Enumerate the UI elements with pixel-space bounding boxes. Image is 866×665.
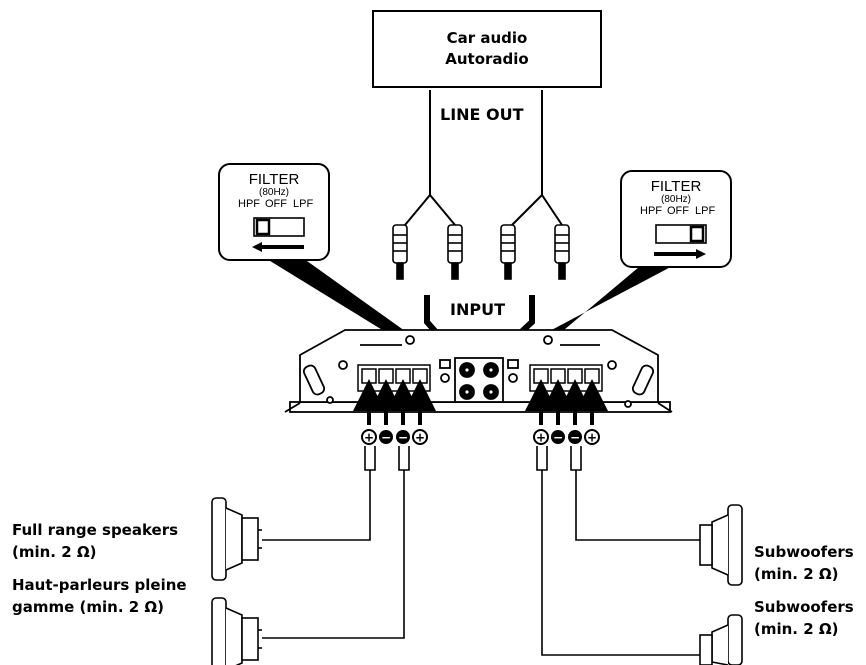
rca-plugs — [392, 224, 570, 280]
subwoofers-top-label: Subwoofers — [754, 543, 854, 561]
speaker-wire-arrows — [353, 379, 608, 425]
car-audio-label: Car audio — [446, 29, 528, 47]
hpf-label: HPF — [640, 205, 662, 217]
polarity-left-3: − — [398, 431, 408, 445]
filter-switch-right: FILTER (80Hz) HPF OFF LPF — [620, 170, 732, 268]
off-label: OFF — [667, 205, 689, 217]
terminal-block-right — [529, 364, 603, 392]
filter-left-pointer — [262, 256, 412, 342]
lpf-label: LPF — [293, 198, 314, 210]
autoradio-label: Autoradio — [445, 50, 529, 68]
polarity-left-4: + — [415, 431, 425, 445]
amplifier — [284, 329, 673, 413]
haut-parleurs-impedance-label: gamme (min. 2 Ω) — [12, 598, 165, 616]
polarity-right-1: + — [536, 431, 546, 445]
left-arrow-icon — [252, 242, 262, 252]
subwoofers-bottom-label: Subwoofers — [754, 598, 854, 616]
hpf-label: HPF — [238, 198, 260, 210]
polarity-symbols: + − − + + − − + — [361, 429, 600, 445]
slider-knob — [689, 225, 705, 243]
full-range-impedance-label: (min. 2 Ω) — [12, 543, 97, 561]
line-out-label: LINE OUT — [437, 105, 527, 125]
filter-switch-left: FILTER (80Hz) HPF OFF LPF — [218, 163, 330, 261]
line-out-cables — [404, 90, 563, 226]
speaker-right-bottom — [699, 614, 743, 665]
terminal-block-left — [357, 364, 431, 392]
polarity-right-2: − — [553, 431, 563, 445]
speaker-left-top — [211, 497, 262, 581]
polarity-left-2: − — [381, 431, 391, 445]
subwoofers-bottom-impedance-label: (min. 2 Ω) — [754, 620, 839, 638]
polarity-right-4: + — [587, 431, 597, 445]
filter-frequency: (80Hz) — [258, 187, 289, 198]
speaker-left-bottom — [211, 597, 262, 665]
speaker-right-top — [699, 504, 743, 586]
right-arrow-icon — [696, 249, 706, 259]
polarity-right-3: − — [570, 431, 580, 445]
lpf-label: LPF — [695, 205, 716, 217]
haut-parleurs-label: Haut-parleurs pleine — [12, 576, 187, 594]
filter-frequency: (80Hz) — [660, 194, 691, 205]
off-label: OFF — [265, 198, 287, 210]
input-label: INPUT — [450, 300, 505, 319]
polarity-left-1: + — [364, 431, 374, 445]
subwoofers-top-impedance-label: (min. 2 Ω) — [754, 565, 839, 583]
car-audio-unit: Car audio Autoradio — [372, 10, 602, 88]
slider-knob — [255, 218, 271, 236]
filter-title: FILTER — [650, 178, 702, 195]
full-range-speakers-label: Full range speakers — [12, 521, 179, 539]
speaker-cables — [262, 446, 700, 656]
filter-title: FILTER — [248, 171, 300, 188]
